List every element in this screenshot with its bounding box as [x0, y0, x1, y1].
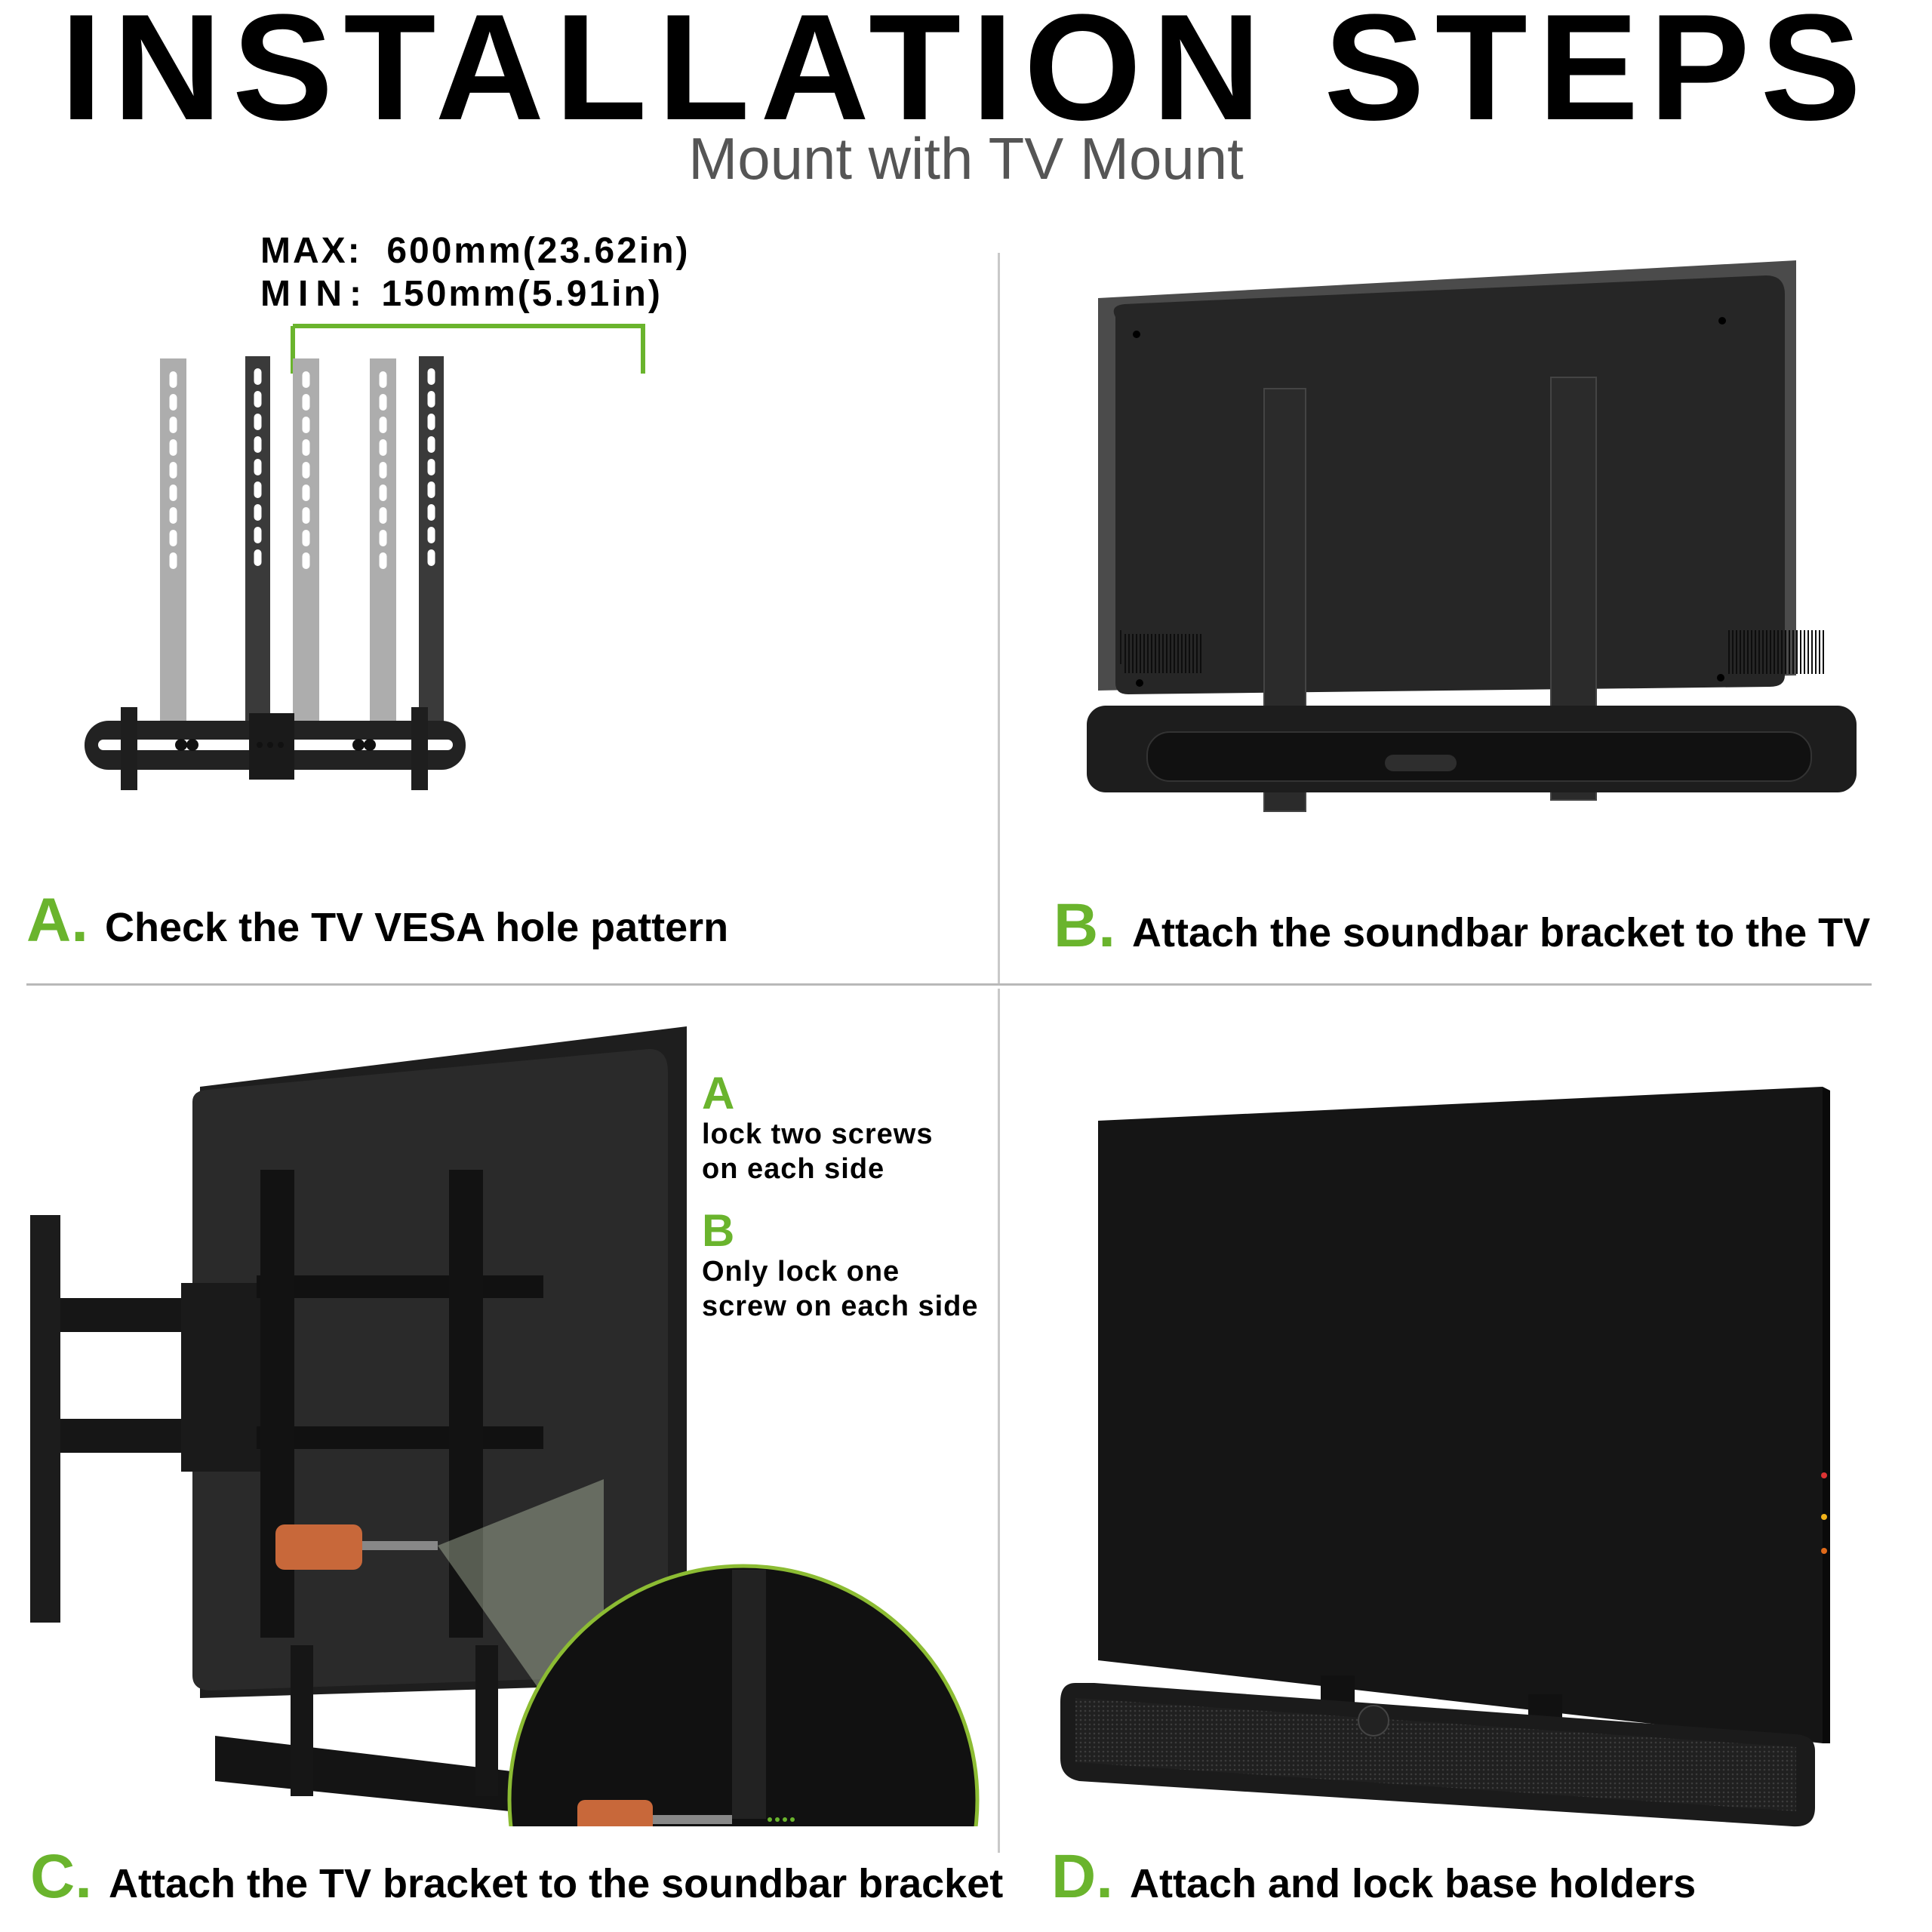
vesa-min-label: MIN:: [260, 274, 369, 314]
step-b-caption: B. Attach the soundbar bracket to the TV: [1054, 891, 1871, 960]
step-a-letter: A.: [26, 886, 88, 955]
step-c-letter: C.: [30, 1842, 92, 1911]
step-d-caption: D. Attach and lock base holders: [1051, 1842, 1697, 1911]
vesa-max: MAX: 600mm(23.62in): [260, 230, 691, 272]
tv-front-with-soundbar-illustration: [1060, 1087, 1830, 1827]
step-a-text: Check the TV VESA hole pattern: [105, 905, 729, 950]
step-d-text: Attach and lock base holders: [1130, 1861, 1697, 1906]
note-a-line2: on each side: [702, 1153, 885, 1185]
step-d-letter: D.: [1051, 1842, 1113, 1911]
step-b-text: Attach the soundbar bracket to the TV: [1132, 910, 1871, 955]
step-c-text: Attach the TV bracket to the soundbar br…: [109, 1861, 1004, 1906]
vesa-max-label: MAX:: [260, 231, 362, 271]
note-b-line2: screw on each side: [702, 1291, 979, 1322]
page-subtitle: Mount with TV Mount: [688, 125, 1244, 192]
step-a-caption: A. Check the TV VESA hole pattern: [26, 886, 729, 955]
vesa-max-value: 600mm(23.62in): [386, 231, 691, 271]
divider-vertical-bottom: [998, 989, 1000, 1853]
soundbar-bracket-illustration: [85, 324, 645, 790]
divider-vertical-top: [998, 253, 1000, 985]
note-b-line1: Only lock one: [702, 1256, 900, 1287]
note-a-letter: A: [702, 1068, 735, 1118]
note-a-line1: lock two screws: [702, 1118, 934, 1150]
step-c-caption: C. Attach the TV bracket to the soundbar…: [30, 1842, 1004, 1911]
page-title: INSTALLATION STEPS: [60, 0, 1872, 152]
divider-horizontal: [26, 983, 1872, 986]
tv-back-with-bracket-illustration: [1087, 260, 1857, 812]
step-b-letter: B.: [1054, 891, 1115, 960]
step-c-notes: A lock two screws on each side B Only lo…: [702, 1070, 979, 1324]
vesa-min-value: 150mm(5.91in): [381, 274, 663, 314]
vesa-min: MIN: 150mm(5.91in): [260, 273, 663, 315]
tv-mount-with-screwdriver-illustration: [30, 1026, 980, 1826]
note-b-letter: B: [702, 1205, 735, 1256]
